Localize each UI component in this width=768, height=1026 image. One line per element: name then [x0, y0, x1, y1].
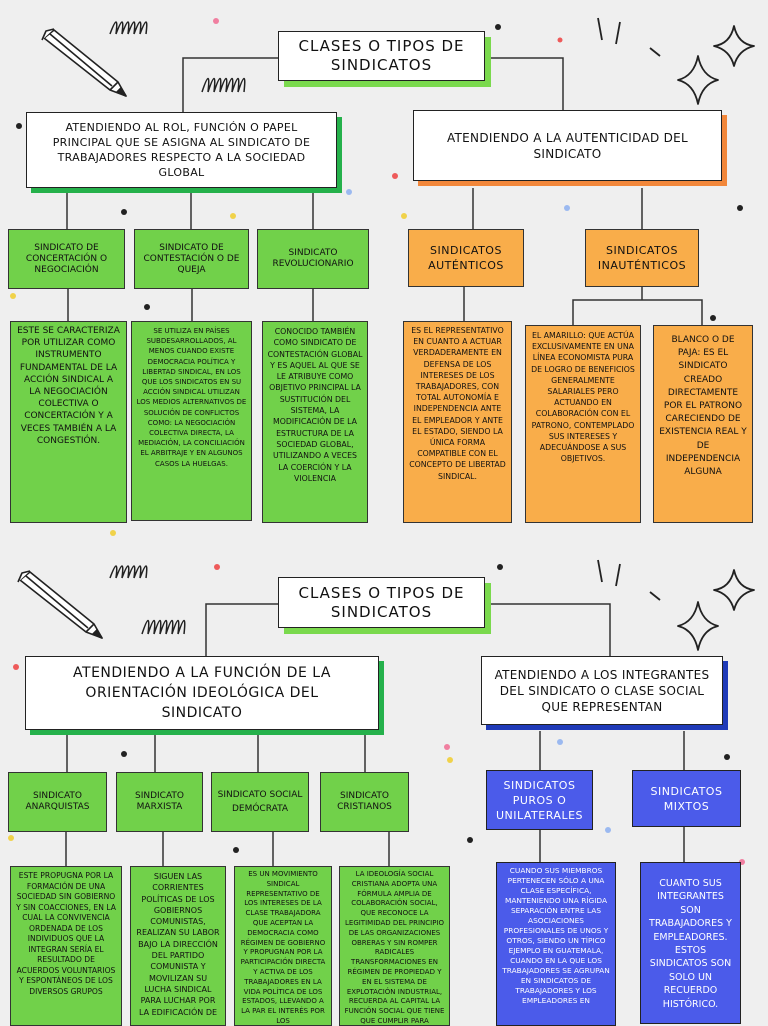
- desc-inautenticos-blanco: BLANCO O DE PAJA: ES EL SINDICATO CREADO…: [653, 325, 753, 523]
- pencil-icon: [41, 28, 127, 97]
- type-label-inautenticos: SINDICATOS INAUTÉNTICOS: [585, 229, 699, 287]
- squiggle-icon: [109, 21, 148, 35]
- desc-anarquistas: ESTE PROPUGNA POR LA FORMACIÓN DE UNA SO…: [10, 866, 122, 1026]
- desc-inautenticos-amarillo: EL AMARILLO: QUE ACTÚA EXCLUSIVAMENTE EN…: [525, 325, 641, 523]
- section2-title: CLASES O TIPOS DE SINDICATOS: [278, 577, 485, 628]
- desc-autenticos: ES EL REPRESENTATIVO EN CUANTO A ACTUAR …: [403, 321, 512, 523]
- section1-right-header: ATENDIENDO A LA AUTENTICIDAD DEL SINDICA…: [413, 110, 722, 181]
- type-label-anarquistas: SINDICATO ANARQUISTAS: [8, 772, 107, 832]
- desc-social-democrata: ES UN MOVIMIENTO SINDICAL REPRESENTATIVO…: [234, 866, 332, 1026]
- squiggle-icon: [141, 619, 186, 635]
- desc-contestacion: SE UTILIZA EN PAÍSES SUBDESARROLLADOS, A…: [131, 321, 252, 521]
- section1-left-header: ATENDIENDO AL ROL, FUNCIÓN O PAPEL PRINC…: [26, 112, 337, 188]
- desc-puros: CUANDO SUS MIEMBROS PERTENECEN SÓLO A UN…: [496, 862, 616, 1026]
- type-label-marxista: SINDICATO MARXISTA: [116, 772, 203, 832]
- type-label-concertacion: SINDICATO DE CONCERTACIÓN O NEGOCIACIÓN: [8, 229, 125, 289]
- desc-mixtos: CUANTO SUS INTEGRANTES SON TRABAJADORES …: [640, 862, 741, 1024]
- type-label-puros: SINDICATOS PUROS O UNILATERALES: [486, 770, 593, 830]
- pencil-icon: [17, 570, 103, 639]
- desc-concertacion: ESTE SE CARACTERIZA POR UTILIZAR COMO IN…: [10, 321, 127, 523]
- type-label-autenticos: SINDICATOS AUTÉNTICOS: [408, 229, 524, 287]
- desc-marxista: SIGUEN LAS CORRIENTES POLÍTICAS DE LOS G…: [130, 866, 226, 1026]
- section2-left-header: ATENDIENDO A LA FUNCIÓN DE LA ORIENTACIÓ…: [25, 656, 379, 730]
- desc-cristianos: LA IDEOLOGÍA SOCIAL CRISTIANA ADOPTA UNA…: [339, 866, 450, 1026]
- type-label-social-democrata: SINDICATO SOCIAL DEMÓCRATA: [211, 772, 309, 832]
- type-label-mixtos: SINDICATOS MIXTOS: [632, 770, 741, 827]
- squiggle-icon: [201, 77, 246, 93]
- section2-right-header: ATENDIENDO A LOS INTEGRANTES DEL SINDICA…: [481, 656, 723, 725]
- sparkle-star-icon: [597, 559, 755, 651]
- section1-title: CLASES O TIPOS DE SINDICATOS: [278, 31, 485, 81]
- squiggle-icon: [109, 565, 148, 579]
- type-label-revolucionario: SINDICATO REVOLUCIONARIO: [257, 229, 369, 289]
- sparkle-star-icon: [597, 17, 755, 105]
- desc-revolucionario: CONOCIDO TAMBIÉN COMO SINDICATO DE CONTE…: [262, 321, 368, 523]
- type-label-contestacion: SINDICATO DE CONTESTACIÓN O DE QUEJA: [134, 229, 249, 289]
- type-label-cristianos: SINDICATO CRISTIANOS: [320, 772, 409, 832]
